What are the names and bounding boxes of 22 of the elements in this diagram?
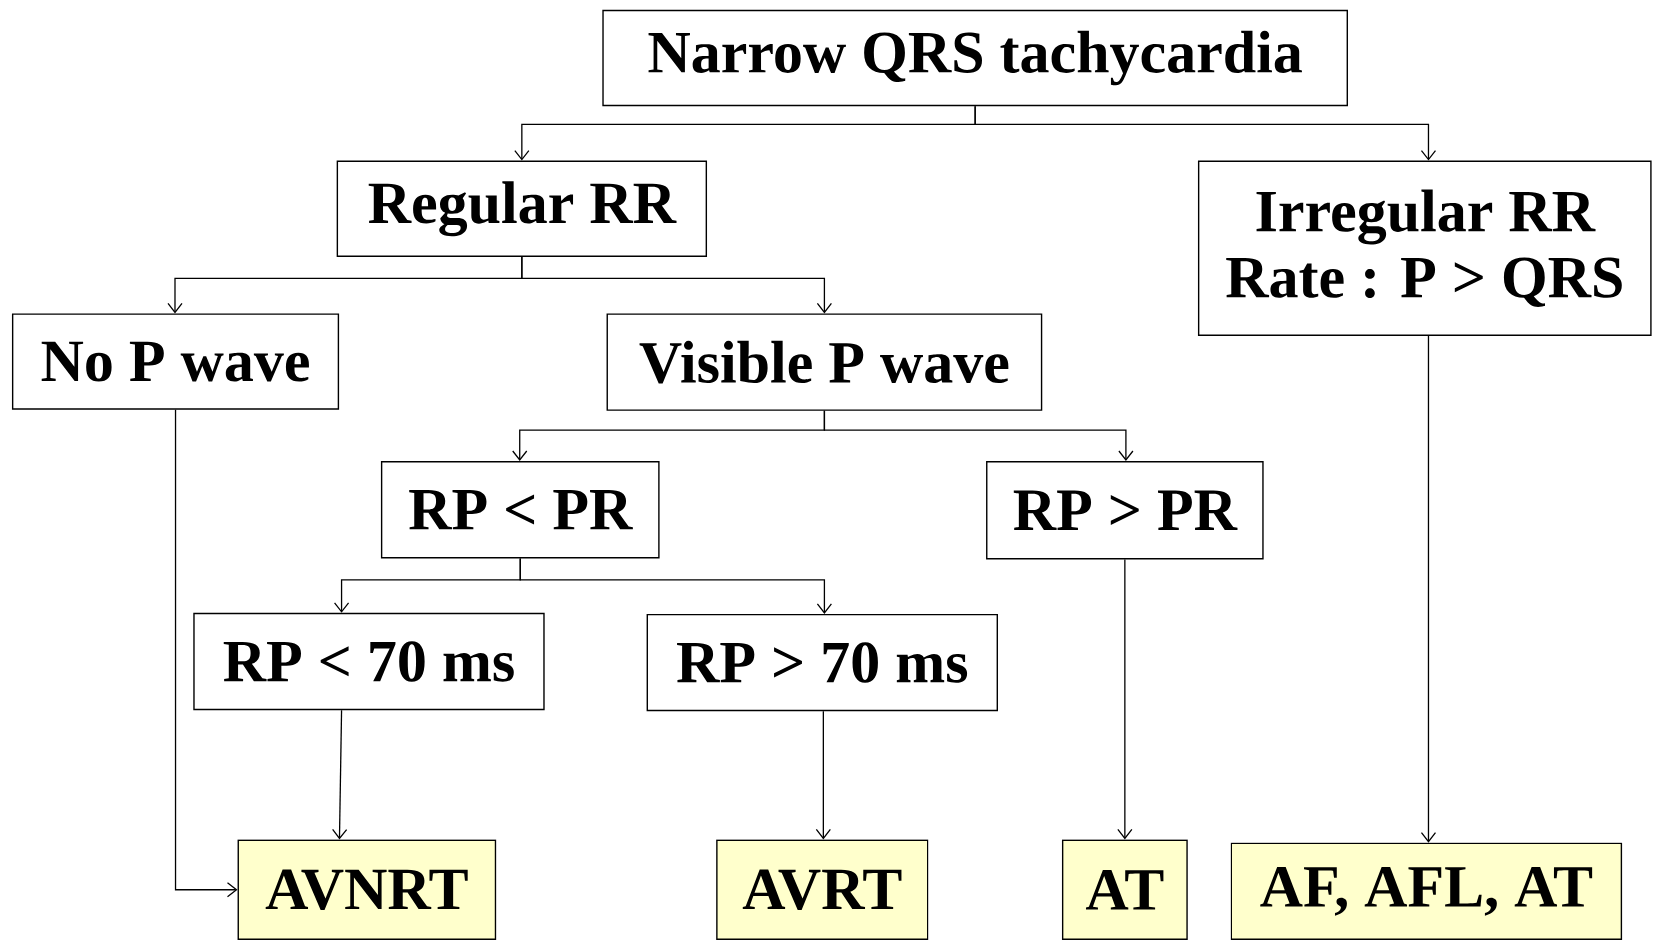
decision-box: RP > 70 ms (646, 613, 998, 712)
decision-box: RP < 70 ms (193, 612, 545, 711)
decision-box: Regular RR (336, 160, 708, 257)
decision-box: No P wave (11, 313, 340, 410)
arrow (1117, 558, 1133, 840)
decision-box: Visible P wave (606, 313, 1043, 411)
arrow (1420, 335, 1437, 843)
arrow (815, 710, 831, 840)
result-box: AVRT (716, 839, 929, 940)
arrow (823, 409, 1134, 461)
decision-box: RP > PR (986, 460, 1264, 560)
decision-box: Narrow QRS tachycardia (602, 9, 1348, 106)
result-box: AVNRT (237, 839, 497, 940)
arrow (521, 256, 833, 314)
arrow (974, 105, 1437, 161)
decision-box: Irregular RR Rate : P > QRS (1197, 160, 1652, 336)
arrow (331, 709, 348, 840)
result-box: AF, AFL, AT (1230, 842, 1623, 940)
decision-box: RP < PR (380, 460, 660, 559)
arrow (174, 408, 238, 898)
arrow (519, 557, 833, 614)
result-box: AT (1061, 839, 1188, 940)
